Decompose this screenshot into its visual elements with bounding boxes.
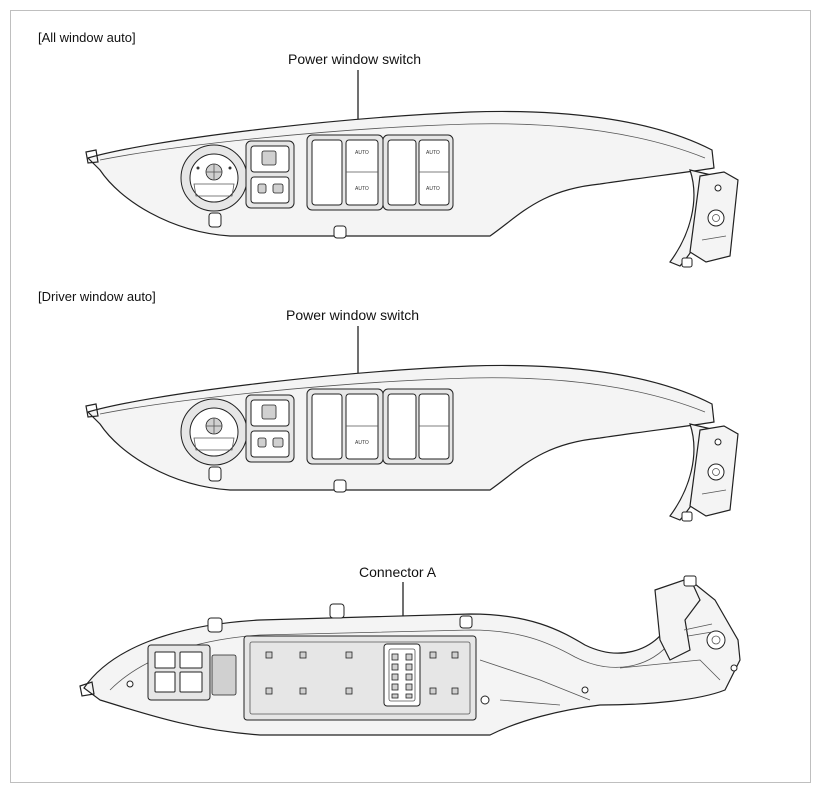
mounting-stud xyxy=(329,603,345,619)
figure-2-title: [Driver window auto] xyxy=(38,289,156,304)
bracket-bolt xyxy=(706,630,726,650)
rear-left-window-toggle xyxy=(387,393,417,460)
lock-icon xyxy=(257,183,267,194)
passenger-window-toggle xyxy=(345,139,379,206)
mounting-stud xyxy=(459,615,473,629)
rear-right-window-toggle xyxy=(418,393,450,460)
window-lock-icon xyxy=(261,404,277,420)
door-lock-button xyxy=(250,176,290,204)
window-lock-icon xyxy=(261,150,277,166)
mounting-stud xyxy=(333,479,347,493)
auto-mark: AUTO xyxy=(355,150,369,156)
auto-mark: AUTO xyxy=(426,186,440,192)
mounting-stud xyxy=(208,466,222,482)
armrest-underside-view xyxy=(79,575,741,736)
armrest-tip xyxy=(85,403,99,418)
auto-mark: AUTO xyxy=(355,186,369,192)
armrest-tip xyxy=(85,149,99,164)
armrest-edge-line xyxy=(99,377,706,415)
bracket-bolt xyxy=(707,209,725,227)
figure-2-callout: Power window switch xyxy=(286,307,420,323)
shell-tip xyxy=(79,681,95,697)
auto-mark: AUTO xyxy=(355,440,369,446)
rear-left-window-toggle xyxy=(387,139,417,206)
passenger-window-toggle xyxy=(345,393,379,460)
bracket-bolt xyxy=(707,463,725,481)
door-lock-button xyxy=(250,430,290,458)
armrest-top-view-all-auto: AUTO AUTO AUTO AUTO xyxy=(85,70,739,268)
mounting-stud xyxy=(208,212,222,228)
driver-window-toggle xyxy=(311,139,343,206)
mirror-connector xyxy=(211,654,237,696)
lock-icon xyxy=(257,437,267,448)
unlock-icon xyxy=(272,437,284,448)
armrest-edge-line xyxy=(99,123,706,161)
auto-mark: AUTO xyxy=(426,150,440,156)
armrest-top-view-driver-auto: AUTO xyxy=(85,326,739,522)
rear-right-window-toggle xyxy=(418,139,450,206)
unlock-icon xyxy=(272,183,284,194)
figure-1-title: [All window auto] xyxy=(38,30,136,45)
driver-window-toggle xyxy=(311,393,343,460)
figure-1-callout: Power window switch xyxy=(288,51,422,67)
figure-3-callout: Connector A xyxy=(359,564,437,580)
mounting-stud xyxy=(207,617,223,633)
mounting-stud xyxy=(333,225,347,239)
switch-board-back xyxy=(243,635,477,721)
diagram-frame xyxy=(10,10,811,783)
